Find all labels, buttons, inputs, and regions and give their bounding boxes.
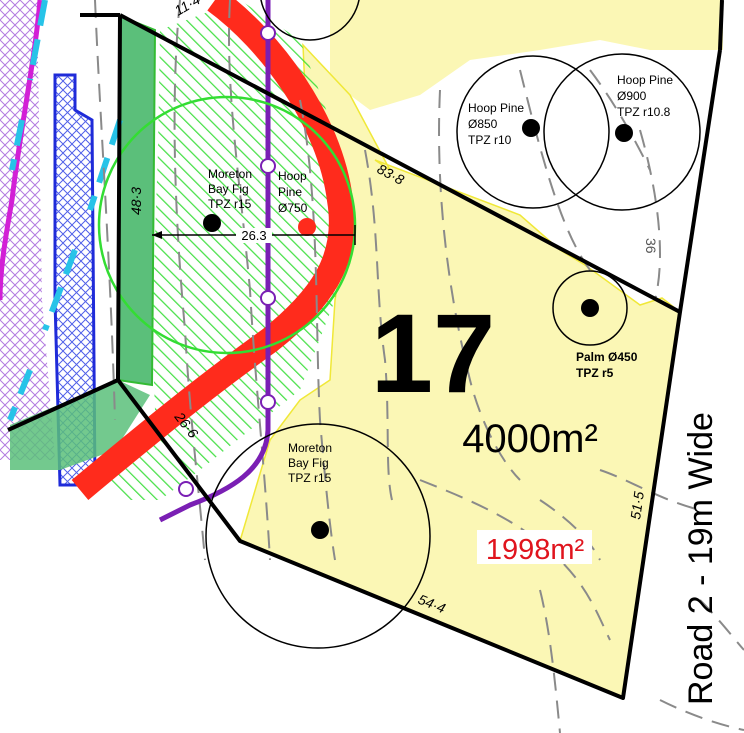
radius-measurement: 26.3 <box>152 225 356 245</box>
secondary-area: 1998m² <box>486 534 585 566</box>
easement-hatching <box>0 0 97 487</box>
secondary-area-background <box>477 530 592 564</box>
tree-marker <box>581 299 599 317</box>
tree-marker <box>298 218 316 236</box>
tree-trunks <box>203 119 633 539</box>
tree-marker <box>203 214 221 232</box>
tree-label-palm: Palm Ø450 TPZ r5 <box>576 350 641 380</box>
vegetation-band <box>71 0 355 500</box>
tree-label-hoop-pine-750: Hoop Pine Ø750 <box>278 169 310 215</box>
tree-label-hoop-pine-900: Hoop Pine Ø900 TPZ r10.8 <box>617 73 676 119</box>
tree-label-hoop-pine-850: Hoop Pine Ø850 TPZ r10 <box>468 101 527 147</box>
dimension-labels: 83·8 51·5 54·4 26·6 48·3 11·4 36 <box>128 0 659 616</box>
dimension-small: 36 <box>643 238 659 254</box>
lot-number: 17 <box>371 291 496 416</box>
dimension-right: 51·5 <box>627 490 647 520</box>
path-nodes <box>178 25 276 497</box>
tree-label-moreton-fig-2: Moreton Bay Fig TPZ r15 <box>288 441 335 485</box>
tpz-hatch-zones <box>100 0 345 500</box>
tree-marker <box>522 119 540 137</box>
radius-measurement-label: 26.3 <box>241 228 266 243</box>
road-label: Road 2 - 19m Wide <box>682 412 720 705</box>
tree-marker <box>615 124 633 142</box>
lot-area: 4000m² <box>462 417 598 461</box>
dimension-strip: 48·3 <box>128 187 144 215</box>
lot-boundaries <box>7 0 724 700</box>
tree-label-moreton-fig-1: Moreton Bay Fig TPZ r15 <box>208 167 255 211</box>
tree-marker <box>311 521 329 539</box>
tree-labels: Moreton Bay Fig TPZ r15 Hoop Pine Ø750 H… <box>208 73 676 485</box>
cyan-service-line <box>7 0 123 422</box>
